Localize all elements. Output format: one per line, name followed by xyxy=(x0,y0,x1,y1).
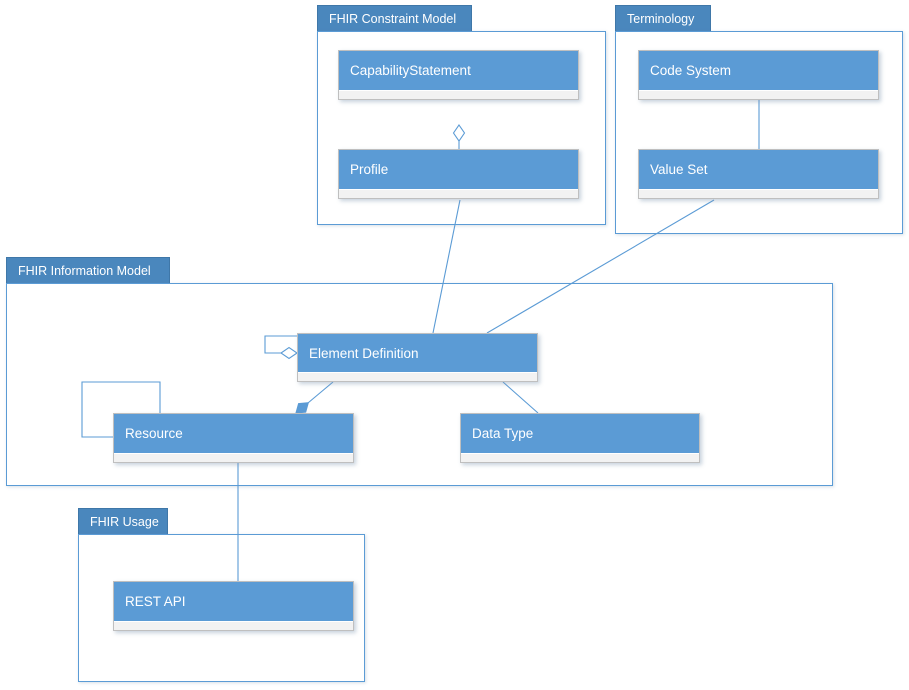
package-tab-terminology[interactable]: Terminology xyxy=(615,5,711,31)
class-compartment-rest-api xyxy=(114,622,353,630)
class-title-data-type: Data Type xyxy=(461,414,699,454)
class-compartment-element-definition xyxy=(298,373,537,381)
class-compartment-code-system xyxy=(639,91,878,99)
class-compartment-value-set xyxy=(639,190,878,198)
package-tab-fhir-usage[interactable]: FHIR Usage xyxy=(78,508,168,534)
class-compartment-data-type xyxy=(461,454,699,462)
class-title-value-set: Value Set xyxy=(639,150,878,190)
package-tab-fhir-information-model[interactable]: FHIR Information Model xyxy=(6,257,170,283)
class-box-rest-api[interactable]: REST API xyxy=(113,581,354,631)
class-title-profile: Profile xyxy=(339,150,578,190)
class-box-value-set[interactable]: Value Set xyxy=(638,149,879,199)
class-compartment-resource xyxy=(114,454,353,462)
class-title-element-definition: Element Definition xyxy=(298,334,537,373)
class-title-resource: Resource xyxy=(114,414,353,454)
class-box-resource[interactable]: Resource xyxy=(113,413,354,463)
class-box-element-definition[interactable]: Element Definition xyxy=(297,333,538,382)
class-compartment-capability-statement xyxy=(339,91,578,99)
class-box-data-type[interactable]: Data Type xyxy=(460,413,700,463)
package-tab-fhir-constraint-model[interactable]: FHIR Constraint Model xyxy=(317,5,472,31)
class-box-code-system[interactable]: Code System xyxy=(638,50,879,100)
class-compartment-profile xyxy=(339,190,578,198)
class-title-capability-statement: CapabilityStatement xyxy=(339,51,578,91)
class-box-profile[interactable]: Profile xyxy=(338,149,579,199)
class-title-code-system: Code System xyxy=(639,51,878,91)
class-title-rest-api: REST API xyxy=(114,582,353,622)
class-box-capability-statement[interactable]: CapabilityStatement xyxy=(338,50,579,100)
